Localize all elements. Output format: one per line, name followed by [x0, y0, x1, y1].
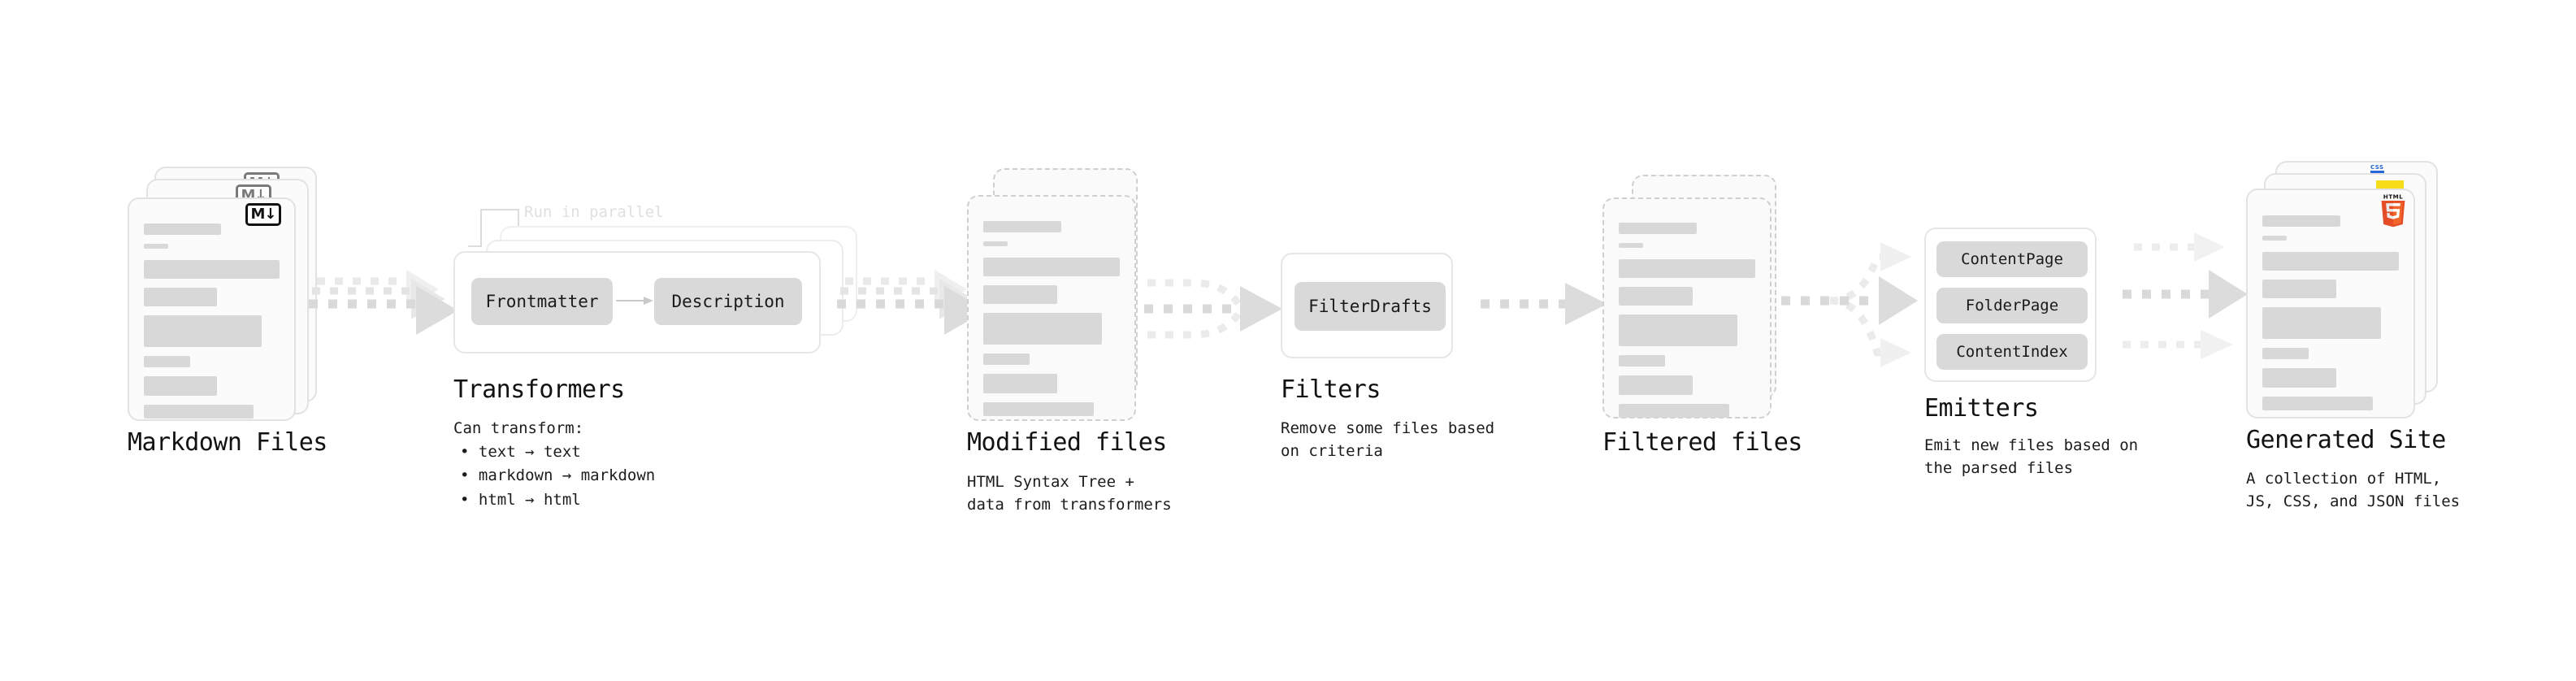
run-in-parallel-pointer	[468, 209, 519, 247]
transformer-box-front: Frontmatter Description	[453, 251, 821, 354]
markdown-file-card-front	[128, 197, 296, 421]
modified-file-card-front	[967, 195, 1136, 421]
transformers-bullet-0: • text → text	[460, 443, 581, 461]
generated-site-subtitle: A collection of HTML, JS, CSS, and JSON …	[2246, 470, 2461, 510]
run-in-parallel-note: Run in parallel	[524, 203, 664, 221]
transformers-subtitle: Can transform:	[453, 419, 584, 437]
emitter-chip-contentindex[interactable]: ContentIndex	[1936, 334, 2088, 370]
filter-chip-filterdrafts[interactable]: FilterDrafts	[1295, 282, 1446, 331]
modified-files-title: Modified files	[967, 428, 1167, 457]
transformer-arrow-front	[616, 297, 653, 305]
transformers-bullet-2: • html → html	[460, 490, 581, 509]
arrow-filters-to-filtered	[1481, 283, 1607, 325]
filters-box: FilterDrafts	[1281, 253, 1453, 358]
filtered-files-title: Filtered files	[1602, 428, 1802, 457]
svg-text:HTML: HTML	[2383, 193, 2403, 201]
transformers-title: Transformers	[453, 375, 625, 404]
transformers-bullet-list: • text → text • markdown → markdown • ht…	[460, 440, 655, 512]
arrow-transformers-to-modified	[837, 270, 987, 335]
filtered-file-card-front	[1602, 197, 1772, 419]
filters-title: Filters	[1281, 375, 1381, 404]
transformer-chip-frontmatter[interactable]: Frontmatter	[471, 278, 613, 325]
site-card-front	[2246, 189, 2415, 419]
filters-subtitle: Remove some files based on criteria	[1281, 419, 1495, 460]
modified-files-subtitle: HTML Syntax Tree + data from transformer…	[967, 473, 1172, 514]
filtered-file-content-bars	[1619, 223, 1755, 427]
emitters-subtitle: Emit new files based on the parsed files	[1924, 436, 2139, 477]
emitters-title: Emitters	[1924, 394, 2039, 423]
transformers-bullet-1: • markdown → markdown	[460, 466, 656, 485]
site-content-bars	[2262, 215, 2399, 419]
markdown-files-title: Markdown Files	[128, 428, 327, 457]
modified-file-content-bars	[983, 221, 1120, 425]
generated-site-title: Generated Site	[2246, 426, 2446, 454]
arrow-filtered-to-emitters-fanout	[1781, 242, 1918, 367]
arrow-markdown-to-transformers	[309, 270, 458, 335]
css3-logo-icon: CSS	[2370, 164, 2384, 173]
transformer-chip-description[interactable]: Description	[654, 278, 802, 325]
markdown-logo-icon: M↓	[245, 203, 281, 226]
markdown-file-content-bars	[144, 223, 280, 427]
arrow-modified-to-filters-merge	[1144, 279, 1282, 339]
emitter-chip-folderpage[interactable]: FolderPage	[1936, 288, 2088, 323]
emitters-box: ContentPage FolderPage ContentIndex	[1924, 228, 2097, 382]
emitter-chip-contentpage[interactable]: ContentPage	[1936, 241, 2088, 277]
arrow-emitters-to-site	[2123, 232, 2248, 359]
html5-logo-icon: HTML	[2381, 193, 2405, 228]
